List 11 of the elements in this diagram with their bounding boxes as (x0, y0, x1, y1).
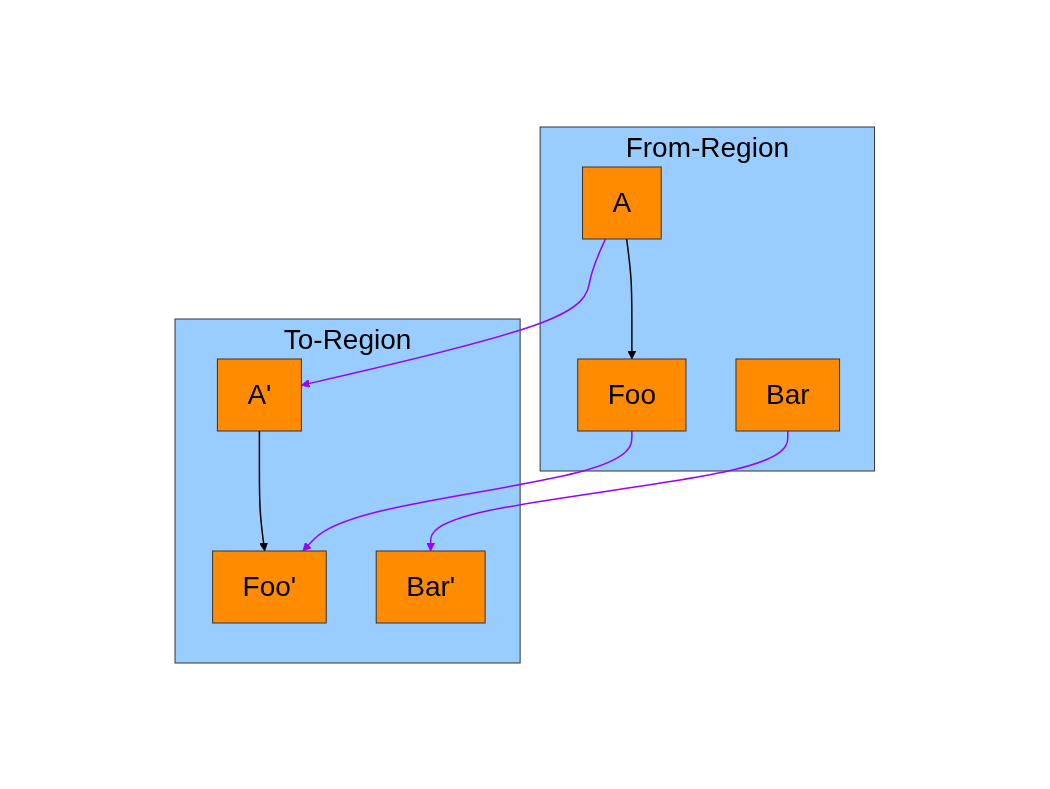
node-box: A' (217, 358, 303, 431)
node-box: A (582, 166, 662, 239)
node-box: Bar (735, 358, 841, 431)
arrow (302, 429, 633, 551)
node-box: Foo' (212, 550, 327, 623)
node-box: Bar' (375, 550, 486, 623)
arrow (301, 237, 607, 388)
arrow (258, 429, 269, 551)
arrow (426, 429, 789, 551)
node-box: Foo (577, 358, 687, 431)
arrow (626, 237, 637, 359)
